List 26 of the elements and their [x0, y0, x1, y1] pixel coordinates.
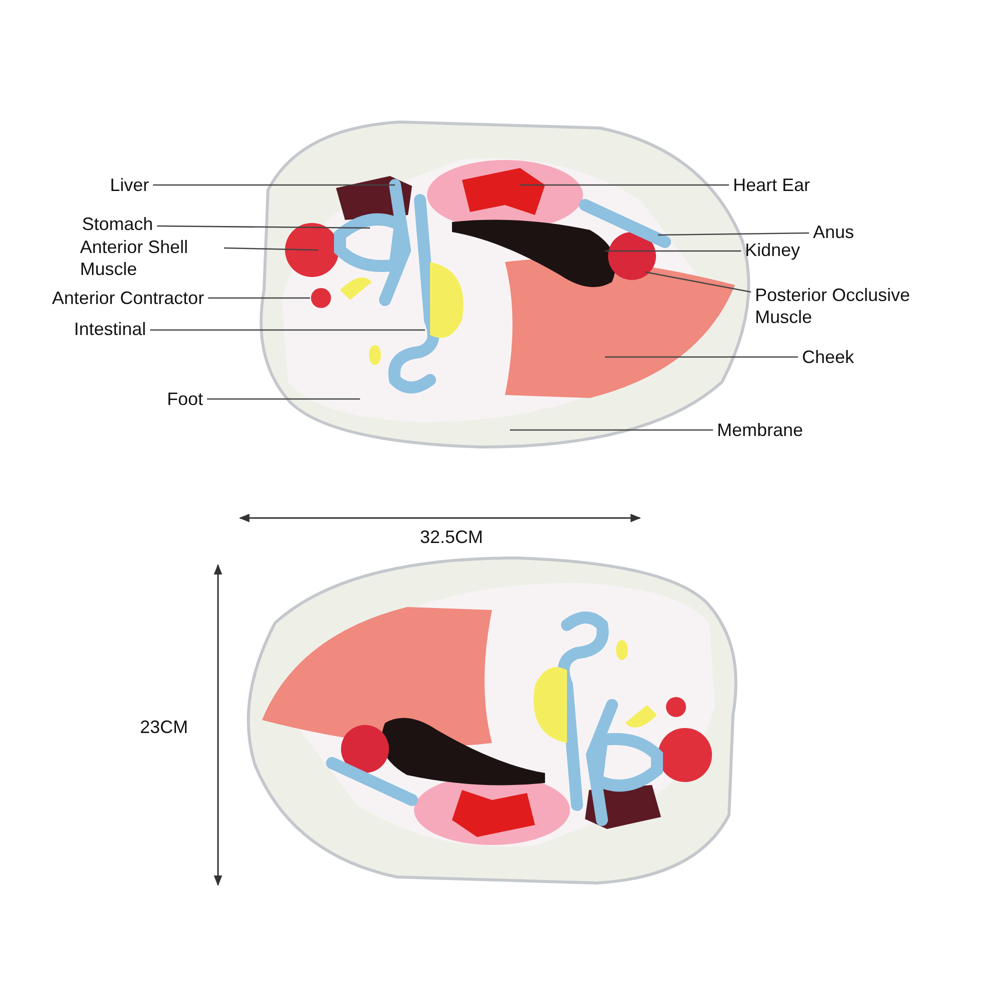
part-label: Anterior Shell Muscle: [80, 236, 220, 280]
part-label: Foot: [167, 388, 204, 410]
leader-line: [605, 250, 741, 252]
part-label: Intestinal: [74, 318, 146, 340]
part-label: Heart Ear: [733, 174, 810, 196]
leader-line: [658, 232, 809, 236]
part-label: Anus: [813, 221, 854, 243]
dimension-label: 23CM: [140, 716, 188, 738]
part-label: Cheek: [802, 346, 854, 368]
leader-line: [510, 429, 713, 431]
part-label: Anterior Contractor: [52, 287, 204, 309]
leader-line: [605, 356, 798, 358]
part-label: Membrane: [717, 419, 804, 441]
leader-line: [153, 184, 395, 186]
leader-line: [150, 329, 425, 331]
leader-line: [520, 184, 729, 186]
part-label: Stomach: [82, 213, 154, 235]
leader-line: [224, 247, 318, 251]
dimension-label: 32.5CM: [420, 526, 484, 548]
leader-line: [157, 225, 370, 229]
leader-line: [644, 271, 752, 293]
leader-line: [208, 297, 310, 299]
leader-line: [207, 398, 360, 400]
part-label: Liver: [110, 174, 150, 196]
part-label: Kidney: [745, 239, 800, 261]
part-label: Posterior Occlusive Muscle: [755, 284, 960, 328]
